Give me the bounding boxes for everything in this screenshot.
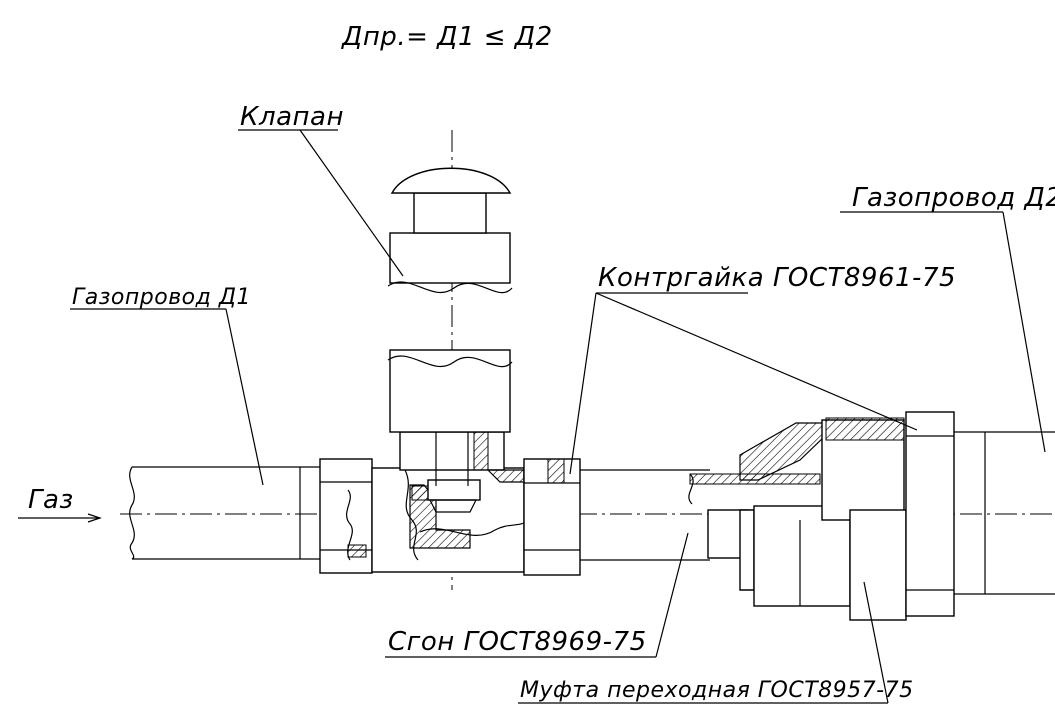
- tee-body: [371, 431, 529, 573]
- pipe-d2: [954, 431, 1055, 595]
- pipe-d1-label: Газопровод Д1: [72, 285, 251, 310]
- left-union-nut: [319, 458, 373, 574]
- drive-label: Сгон ГОСТ8969-75: [388, 627, 647, 657]
- formula-text: Дпр.= Д1 ≤ Д2: [341, 22, 553, 52]
- locknut-label: Контргайка ГОСТ8961-75: [598, 263, 956, 293]
- transition-coupling: [739, 411, 955, 621]
- gas-label: Газ: [28, 485, 74, 515]
- coupling-label: Муфта переходная ГОСТ8957-75: [520, 678, 914, 703]
- valve: [387, 167, 513, 486]
- valve-label: Клапан: [240, 102, 344, 132]
- pipe-d1: [129, 466, 320, 560]
- leader-lines: [18, 129, 1046, 704]
- locknut-assembly: [523, 458, 600, 576]
- pipe-d2-label: Газопровод Д2: [852, 183, 1055, 213]
